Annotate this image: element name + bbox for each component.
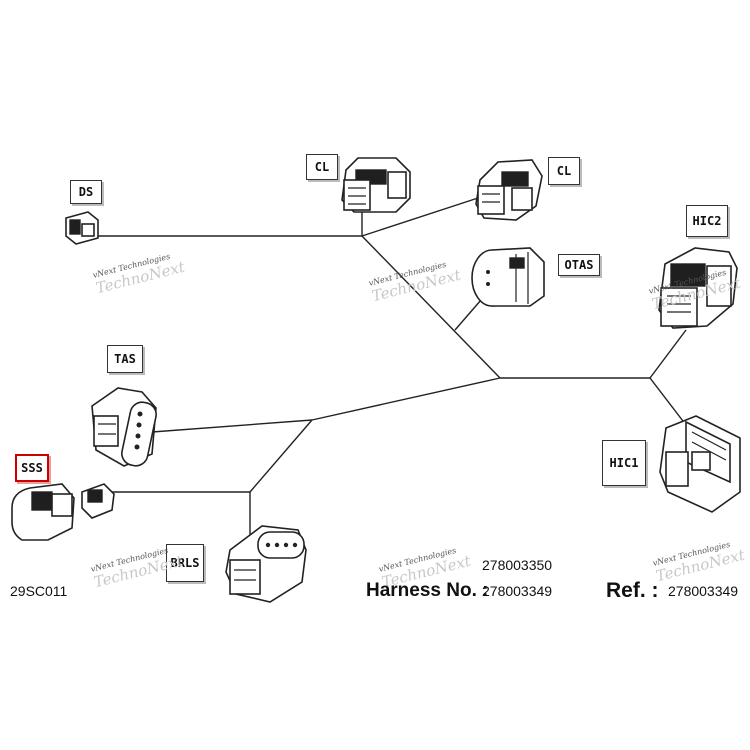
harness-label: Harness No. : bbox=[366, 580, 489, 601]
label-ds: DS bbox=[70, 180, 102, 204]
model-code: 29SC011 bbox=[10, 583, 68, 599]
tas-connector bbox=[91, 387, 157, 467]
brls-connector bbox=[225, 525, 307, 603]
sss-connector bbox=[11, 483, 115, 541]
wire-trunk-down bbox=[249, 419, 313, 493]
label-cl-left: CL bbox=[306, 154, 338, 180]
label-sss: SSS bbox=[15, 454, 49, 482]
wire-cl-right bbox=[361, 197, 479, 237]
hic1-connector bbox=[659, 415, 741, 513]
ref-number: 278003349 bbox=[668, 583, 739, 599]
label-cl-right: CL bbox=[548, 157, 580, 185]
wire-hic1 bbox=[649, 377, 687, 426]
wire-tas bbox=[151, 419, 313, 433]
cl-left-connector bbox=[341, 157, 411, 213]
label-tas: TAS bbox=[107, 345, 143, 373]
harness-wires bbox=[95, 197, 687, 535]
ref-label: Ref. : bbox=[606, 579, 659, 602]
wire-trunk-upper bbox=[361, 235, 501, 379]
label-hic2: HIC2 bbox=[686, 205, 728, 237]
wire-trunk-lower bbox=[311, 377, 501, 421]
ds-connector bbox=[65, 211, 99, 245]
hic2-connector bbox=[658, 247, 738, 329]
label-brls: BRLS bbox=[166, 544, 204, 582]
label-hic1: HIC1 bbox=[602, 440, 646, 486]
cl-right-connector bbox=[475, 159, 543, 221]
otas-connector bbox=[471, 247, 545, 307]
harness-number: 278003349 bbox=[482, 583, 553, 599]
wire-hic2 bbox=[649, 329, 687, 379]
harness-number-top: 278003350 bbox=[482, 557, 553, 573]
label-otas: OTAS bbox=[558, 254, 600, 276]
